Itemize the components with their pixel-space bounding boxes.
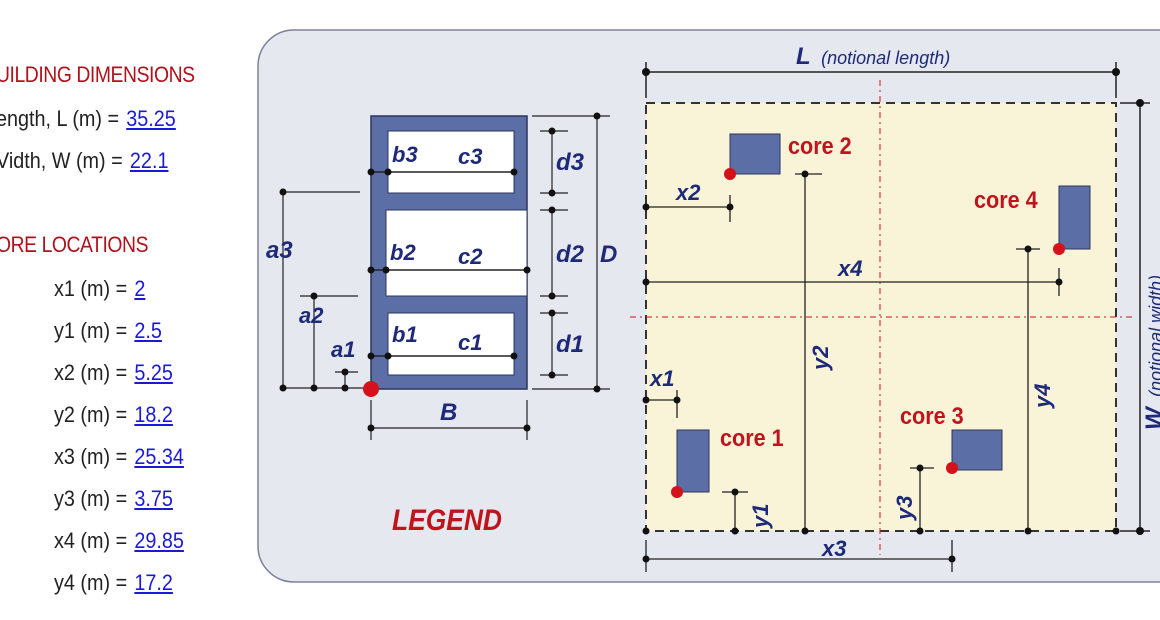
length-value-link[interactable]: 35.25	[126, 106, 176, 131]
y4-label: y4 (m) =	[54, 570, 128, 595]
core-4-label: core 4	[974, 186, 1038, 213]
y3-label: y3 (m) =	[54, 486, 128, 511]
label-c1: c1	[458, 330, 482, 355]
cell-top	[387, 130, 515, 194]
y2-value-link[interactable]: 18.2	[134, 402, 173, 427]
dim-label-y3: y3	[892, 496, 917, 521]
core-row-y1: y1 (m) =2.5	[54, 318, 162, 344]
label-d1: d1	[556, 331, 584, 358]
core-2-block	[729, 133, 781, 175]
x4-label: x4 (m) =	[54, 528, 128, 553]
core-row-x1: x1 (m) =2	[54, 276, 145, 302]
dim-label-x2: x2	[675, 180, 701, 205]
length-symbol: L	[796, 43, 811, 70]
label-a1: a1	[331, 337, 355, 362]
core-2-marker	[724, 168, 736, 180]
length-label: ength, L (m) =	[0, 106, 120, 131]
label-c3: c3	[458, 144, 482, 169]
cell-middle	[385, 209, 528, 297]
x1-label: x1 (m) =	[54, 276, 128, 301]
width-symbol: W	[1141, 405, 1160, 430]
dim-label-y1: y1	[748, 504, 773, 529]
core-4-marker	[1053, 243, 1065, 255]
core-dimension-lines	[645, 173, 1060, 572]
core-row-y3: y3 (m) =3.75	[54, 486, 173, 512]
y3-value-link[interactable]: 3.75	[134, 486, 173, 511]
core-2-label: core 2	[788, 132, 852, 159]
label-b2: b2	[390, 240, 416, 265]
label-a2: a2	[299, 303, 324, 328]
dim-label-y4: y4	[1030, 384, 1055, 409]
y2-label: y2 (m) =	[54, 402, 128, 427]
legend-left-dim-dots	[279, 188, 349, 392]
core-3-marker	[946, 462, 958, 474]
cell-bottom	[387, 312, 515, 376]
legend-right-dim-dots	[548, 112, 601, 393]
core-row-x2: x2 (m) =5.25	[54, 360, 173, 386]
origin-marker	[363, 381, 379, 397]
legend-b-dim	[370, 400, 528, 440]
label-b1: b1	[392, 322, 418, 347]
core-row-x4: x4 (m) =29.85	[54, 528, 184, 554]
core-4-block	[1058, 185, 1091, 250]
x3-label: x3 (m) =	[54, 444, 128, 469]
width-dimension	[1120, 102, 1150, 532]
legend-title: LEGEND	[392, 502, 502, 536]
legend-section-diagram: a3 a2 a1 B	[266, 112, 617, 536]
core-1-label: core 1	[720, 424, 784, 451]
core-row-y2: y2 (m) =18.2	[54, 402, 173, 428]
dim-label-x3: x3	[821, 536, 846, 561]
y1-label: y1 (m) =	[54, 318, 128, 343]
label-d2: d2	[556, 241, 585, 268]
width-row: Vidth, W (m) =22.1	[0, 148, 168, 174]
x2-value-link[interactable]: 5.25	[134, 360, 173, 385]
x4-value-link[interactable]: 29.85	[134, 528, 184, 553]
length-label: L (notional length)	[796, 43, 950, 70]
core-row-y4: y4 (m) =17.2	[54, 570, 173, 596]
input-panel: UILDING DIMENSIONS ength, L (m) =35.25 V…	[0, 0, 240, 620]
core-1-block	[676, 429, 710, 493]
y4-value-link[interactable]: 17.2	[134, 570, 173, 595]
legend-dots	[367, 168, 531, 360]
width-label: W (notional width)	[1141, 275, 1160, 430]
y1-value-link[interactable]: 2.5	[134, 318, 162, 343]
label-a3: a3	[266, 237, 293, 264]
label-D: D	[600, 241, 617, 268]
core-1-marker	[671, 486, 683, 498]
dim-label-y2: y2	[808, 345, 833, 371]
core-dimension-dots	[642, 170, 1120, 563]
label-b3: b3	[392, 142, 418, 167]
floor-plan: L (notional length) W (notional width) c…	[630, 43, 1160, 572]
dim-label-x1: x1	[649, 366, 674, 391]
core-3-block	[951, 429, 1003, 471]
dim-label-x4: x4	[837, 256, 862, 281]
x3-value-link[interactable]: 25.34	[134, 444, 184, 469]
core-row-x3: x3 (m) =25.34	[54, 444, 184, 470]
label-d3: d3	[556, 149, 585, 176]
x2-label: x2 (m) =	[54, 360, 128, 385]
label-c2: c2	[458, 244, 483, 269]
legend-left-dims	[280, 191, 371, 389]
width-label: Vidth, W (m) =	[0, 148, 123, 173]
core-3-label: core 3	[900, 402, 964, 429]
width-note: (notional width)	[1146, 275, 1160, 397]
building-dimensions-heading: UILDING DIMENSIONS	[0, 62, 195, 87]
x1-value-link[interactable]: 2	[134, 276, 146, 301]
length-note: (notional length)	[821, 48, 950, 68]
label-B: B	[440, 399, 457, 426]
length-row: ength, L (m) =35.25	[0, 106, 176, 132]
core-locations-heading: ORE LOCATIONS	[0, 232, 149, 257]
width-value-link[interactable]: 22.1	[129, 148, 169, 173]
